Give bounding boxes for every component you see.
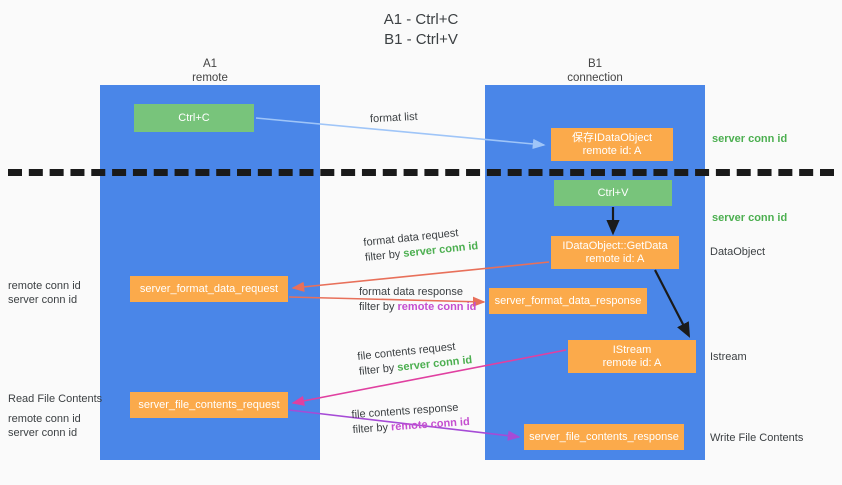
lane-a1-role: remote — [192, 72, 228, 84]
filter-prefix: filter by — [364, 247, 404, 264]
note-server-conn-id-mid: server conn id — [712, 212, 788, 224]
lane-a1-name: A1 — [202, 58, 218, 70]
filter-remote-conn-id: remote conn id — [390, 415, 471, 434]
diagram-title: A1 - Ctrl+C B1 - Ctrl+V — [0, 10, 842, 50]
edge-label-format-data-response-line1: format data response — [359, 286, 463, 298]
title-line-1: A1 - Ctrl+C — [383, 11, 459, 28]
node-server-format-data-request[interactable]: server_format_data_request — [130, 276, 288, 302]
lane-header-b1: B1 connection — [485, 57, 705, 85]
node-server-file-contents-request-label: server_file_contents_request — [138, 398, 280, 411]
edge-label-format-data-response-filter: filter by remote conn id — [359, 300, 476, 315]
node-server-file-contents-request[interactable]: server_file_contents_request — [130, 392, 288, 418]
note-istream: Istream — [710, 351, 747, 363]
note-remote-conn-id-2: remote conn id — [8, 413, 81, 425]
note-conn-id-pair-bottom: remote conn id server conn id — [8, 412, 81, 440]
edge-label-format-data-response: format data response filter by remote co… — [359, 285, 476, 315]
lane-b1-role: connection — [567, 72, 623, 84]
note-server-conn-id-2: server conn id — [8, 427, 78, 439]
node-istream-line1: IStream — [612, 343, 652, 356]
note-read-file-contents: Read File Contents — [8, 393, 103, 405]
node-ctrl-c-label: Ctrl+C — [178, 111, 210, 124]
node-save-idataobject[interactable]: 保存IDataObject remote id: A — [551, 128, 673, 161]
node-idataobject-getdata-line2: remote id: A — [585, 252, 645, 265]
lane-header-a1: A1 remote — [100, 57, 320, 85]
node-server-format-data-response-label: server_format_data_response — [494, 294, 642, 307]
note-server-conn-id-1: server conn id — [8, 294, 78, 306]
node-server-file-contents-response[interactable]: server_file_contents_response — [524, 424, 684, 450]
note-remote-conn-id-1: remote conn id — [8, 280, 81, 292]
note-dataobject: DataObject — [710, 246, 766, 258]
node-server-format-data-response[interactable]: server_format_data_response — [489, 288, 647, 314]
title-line-2: B1 - Ctrl+V — [384, 31, 458, 48]
node-server-file-contents-response-label: server_file_contents_response — [529, 430, 679, 443]
lane-b1-name: B1 — [587, 58, 603, 70]
edge-label-format-list: format list — [370, 110, 418, 127]
node-idataobject-getdata[interactable]: IDataObject::GetData remote id: A — [551, 236, 679, 269]
node-ctrl-v-label: Ctrl+V — [597, 186, 629, 199]
note-write-file-contents: Write File Contents — [710, 432, 804, 444]
filter-prefix: filter by — [359, 301, 398, 313]
node-istream[interactable]: IStream remote id: A — [568, 340, 696, 373]
node-server-format-data-request-label: server_format_data_request — [139, 282, 279, 295]
node-save-idataobject-line2: remote id: A — [582, 144, 642, 157]
edge-label-format-list-text: format list — [369, 110, 418, 126]
edge-label-file-contents-request: file contents request filter by server c… — [357, 338, 473, 380]
node-save-idataobject-line1: 保存IDataObject — [571, 131, 653, 144]
phase-divider — [8, 169, 834, 176]
node-istream-line2: remote id: A — [602, 356, 662, 369]
note-conn-id-pair-top: remote conn id server conn id — [8, 279, 81, 307]
note-server-conn-id-top: server conn id — [712, 133, 788, 145]
edge-label-format-data-request: format data request filter by server con… — [363, 224, 479, 266]
filter-prefix: filter by — [358, 361, 398, 378]
filter-prefix: filter by — [352, 421, 392, 437]
node-idataobject-getdata-line1: IDataObject::GetData — [562, 239, 668, 252]
filter-remote-conn-id: remote conn id — [397, 301, 477, 313]
node-ctrl-c[interactable]: Ctrl+C — [134, 104, 254, 132]
edge-label-file-contents-response: file contents response filter by remote … — [351, 400, 470, 438]
node-ctrl-v[interactable]: Ctrl+V — [554, 180, 672, 206]
